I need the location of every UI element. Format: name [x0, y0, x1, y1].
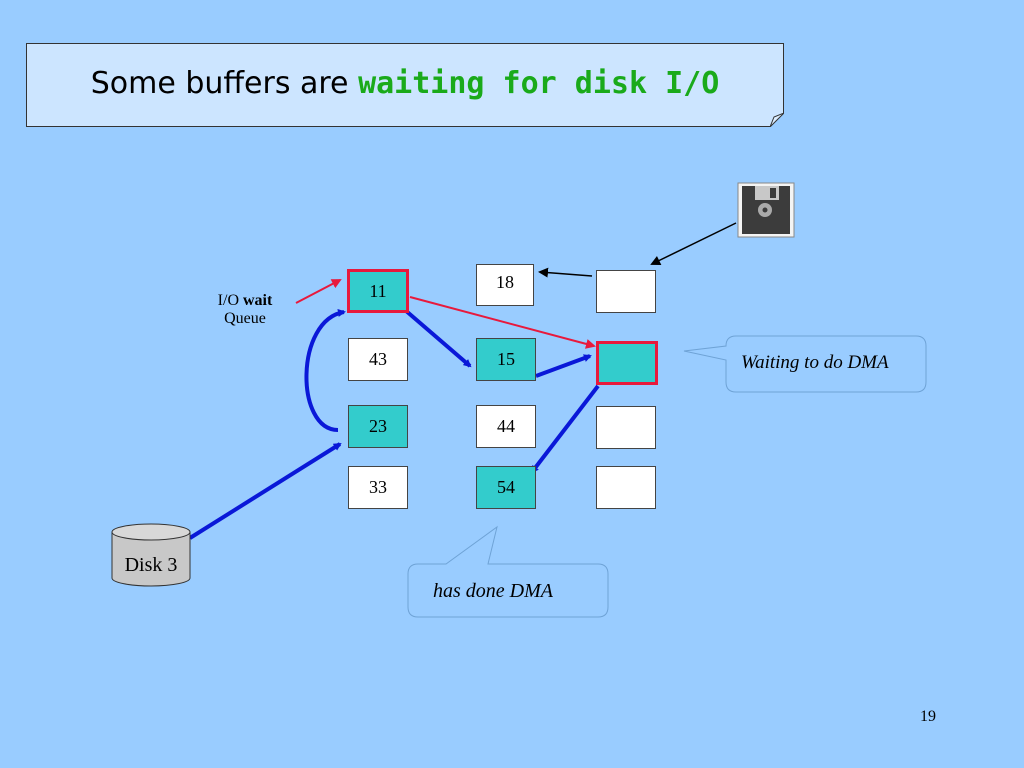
buffer-33: 33 [348, 466, 408, 509]
page-title: Some buffers are waiting for disk I/O [27, 66, 783, 101]
io-wait-queue-label: I/O wait Queue [198, 292, 292, 328]
buffer-43: 43 [348, 338, 408, 381]
callout-done-bubble [407, 525, 609, 618]
buffer-empty-top [596, 270, 656, 313]
arrow-waiting-to-54 [530, 384, 600, 474]
arrow-buffer-to-18 [538, 267, 593, 278]
callout-waiting-bubble [683, 335, 927, 393]
arrow-queue-to-11 [295, 279, 342, 304]
arrow-23-to-11 [304, 309, 346, 432]
buffer-11: 11 [347, 269, 409, 313]
callout-done-text: has done DMA [433, 580, 553, 602]
buffer-15: 15 [476, 338, 536, 381]
title-prefix: Some buffers are [90, 66, 359, 101]
page-number: 19 [920, 708, 936, 725]
disk-label: Disk 3 [124, 554, 178, 576]
dog-ear-icon [770, 113, 784, 127]
callout-waiting-text: Waiting to do DMA [741, 352, 889, 373]
disk-cylinder-icon [111, 523, 191, 587]
io-wait-line: I/O wait [217, 292, 273, 309]
arrow-15-to-waiting [535, 354, 592, 378]
arrow-11-to-waiting [409, 296, 596, 349]
buffer-54: 54 [476, 466, 536, 509]
title-box: Some buffers are waiting for disk I/O [26, 43, 784, 127]
buffer-44: 44 [476, 405, 536, 448]
buffer-23: 23 [348, 405, 408, 448]
arrow-11-to-15 [403, 308, 472, 368]
buffer-waiting-dma [596, 341, 658, 385]
arrow-disk-to-23 [188, 442, 342, 540]
title-highlight: waiting for disk I/O [358, 66, 720, 101]
floppy-disk-icon [737, 182, 795, 238]
buffer-empty-row3 [596, 406, 656, 449]
buffer-18: 18 [476, 264, 534, 306]
arrow-floppy-to-buffer [650, 222, 737, 265]
buffer-empty-row4 [596, 466, 656, 509]
queue-line: Queue [224, 310, 266, 327]
